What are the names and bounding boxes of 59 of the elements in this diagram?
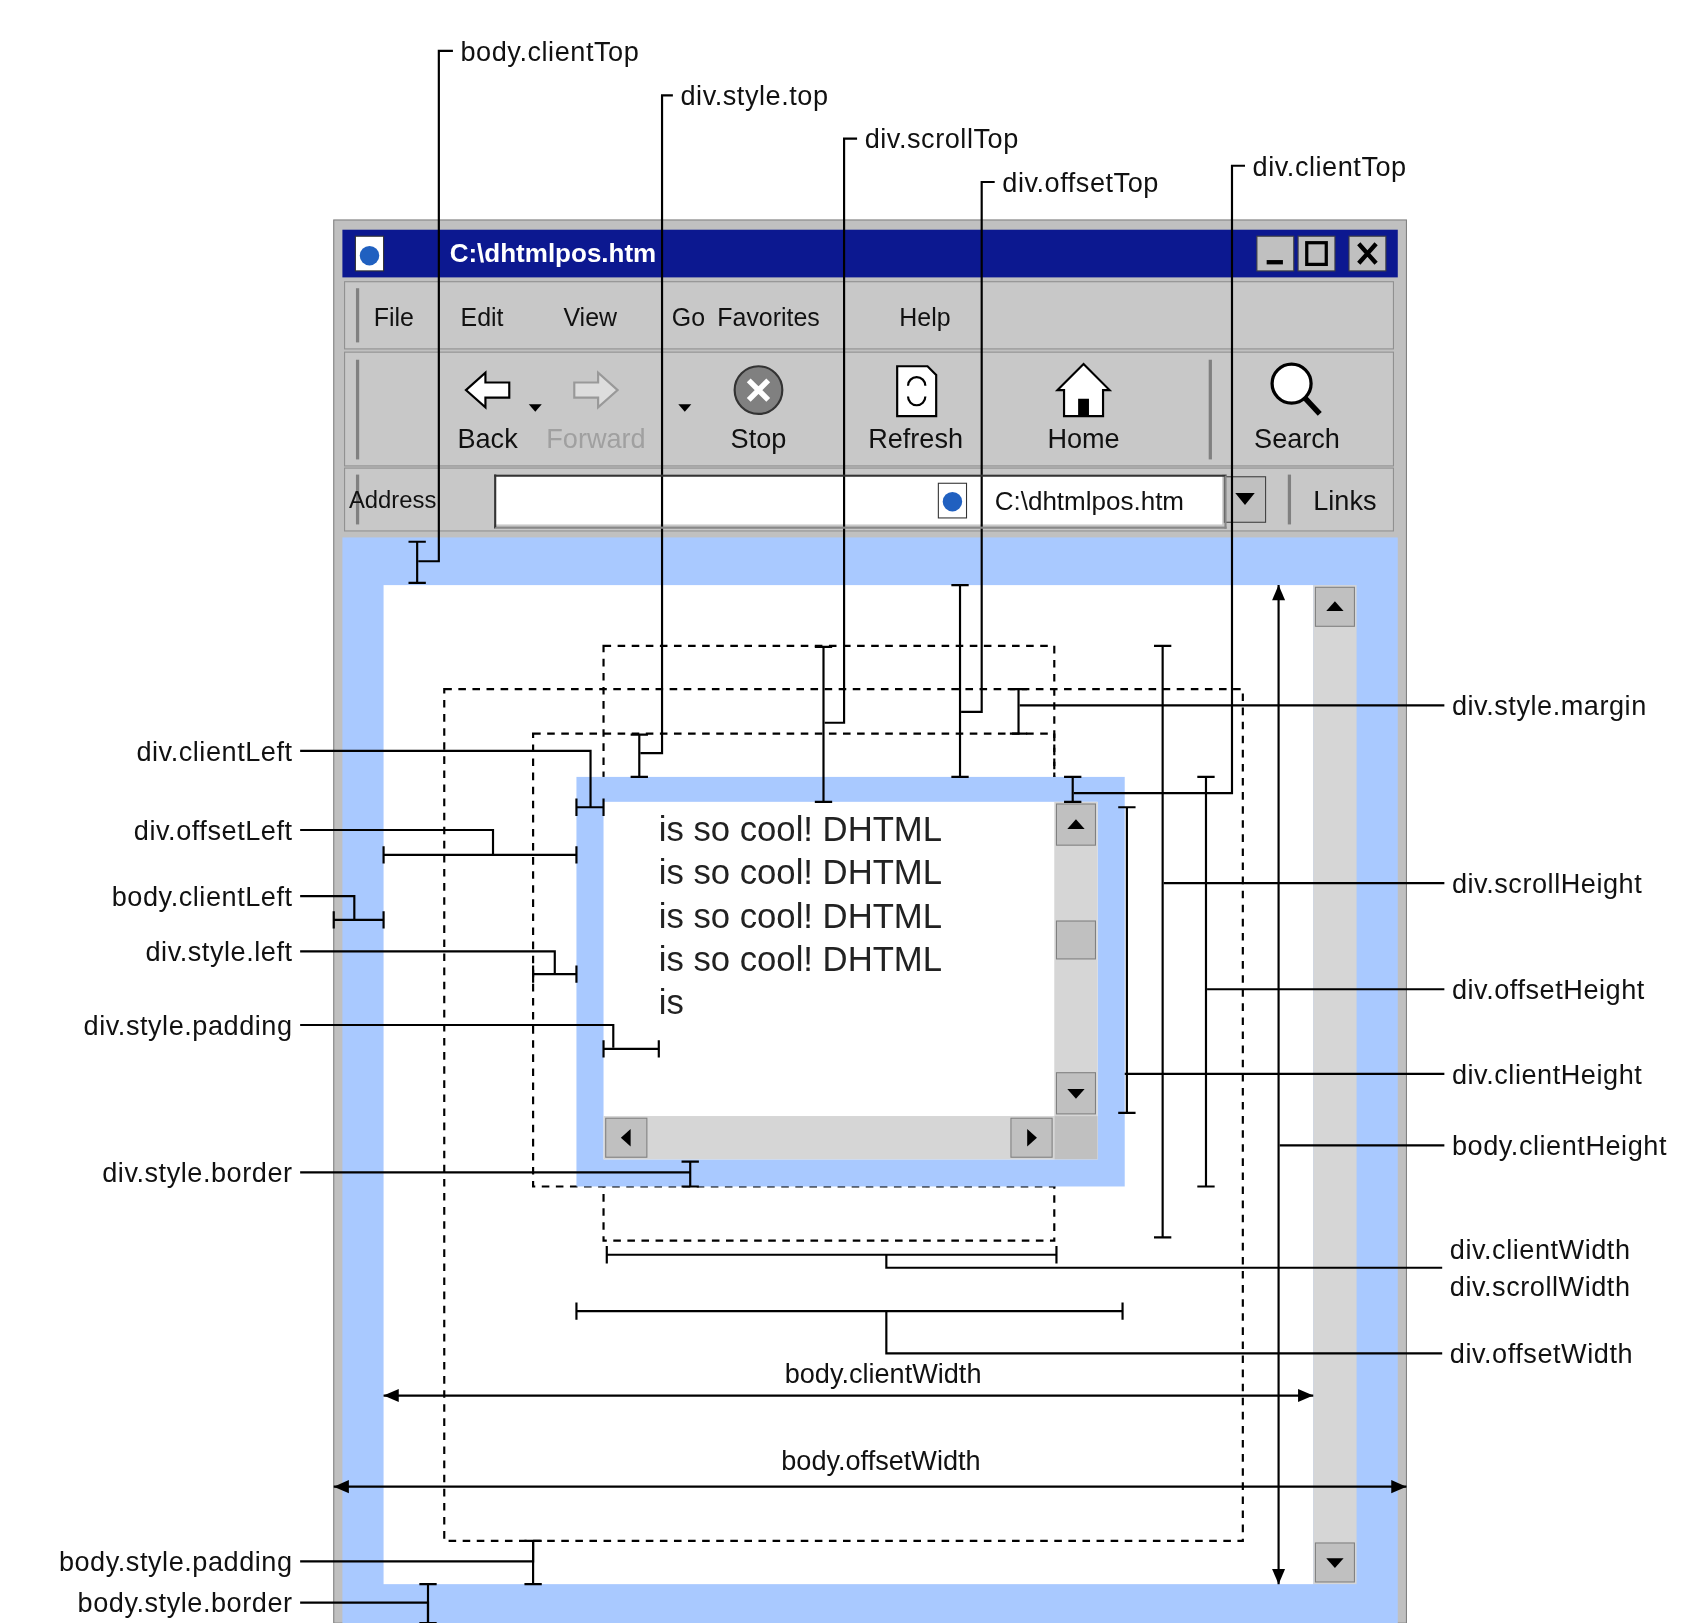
leader-line (1279, 1144, 1445, 1147)
dimension-label: div.offsetTop (1002, 165, 1159, 200)
dimension-label: div.clientTop (1252, 149, 1407, 184)
dimension-label: div.style.left (145, 935, 293, 969)
menu-item: View (563, 302, 617, 334)
leader-line (300, 895, 356, 920)
leader-line (300, 1171, 691, 1174)
dimension-label: div.style.top (680, 79, 829, 113)
dimension-label: div.clientHeight (1451, 1057, 1643, 1092)
leader-line (1163, 882, 1445, 885)
address-field: C:\dhtmlpos.htm (494, 474, 1227, 529)
scrolling-text: is so cool! DHTML is so cool! DHTML is so cool! DHTML is so cool! DHTML is (658, 808, 942, 1024)
leader-line (1019, 704, 1445, 707)
menu-item: Edit (460, 302, 504, 334)
leader-line (300, 1601, 430, 1623)
leader-line (1124, 1072, 1445, 1075)
dimension-label: div.offsetHeight (1451, 973, 1645, 1007)
dimension-label: div.scrollWidth (1449, 1270, 1631, 1304)
field-label: Address (348, 485, 437, 516)
dimension-label: body.style.padding (58, 1545, 293, 1579)
dimension-label: body.clientWidth (784, 1356, 982, 1390)
dimension-label: body.clientHeight (1451, 1129, 1667, 1163)
dimension-label: body.offsetWidth (781, 1444, 981, 1477)
leader-line (300, 1541, 535, 1563)
menu-item: File (373, 302, 414, 334)
toolbar-label: Stop (730, 421, 787, 454)
dimension-label: div.offsetLeft (133, 813, 293, 848)
dimension-label: div.scrollTop (864, 122, 1019, 156)
toolbar-label: Refresh (868, 421, 964, 454)
leader-line (640, 94, 673, 755)
leader-line (418, 49, 453, 563)
leader-line (1207, 988, 1445, 991)
leader-line (824, 137, 858, 724)
toolbar-label: Home (1047, 421, 1120, 454)
toolbar-label: Search (1254, 421, 1340, 454)
leader-line (300, 749, 592, 808)
dimension-label: body.clientLeft (111, 879, 293, 914)
toolbar-label: Back (457, 421, 518, 454)
menu-item: Help (899, 302, 951, 334)
dimension-label: div.offsetWidth (1449, 1337, 1634, 1371)
dimension-label: body.clientTop (460, 34, 640, 69)
title-text: C:\dhtmlpos.htm (449, 237, 657, 270)
leader-line (961, 180, 995, 713)
dimension-label: div.scrollHeight (1451, 866, 1643, 901)
dimension-label: div.clientLeft (136, 734, 293, 769)
leader-line (300, 950, 556, 975)
leader-line (885, 1254, 1443, 1269)
dimension-label: body.style.border (77, 1586, 293, 1620)
dimension-label: div.style.border (102, 1156, 293, 1190)
leader-line (885, 1311, 1443, 1355)
leader-line (300, 828, 495, 855)
dimension-label: div.style.padding (83, 1008, 293, 1043)
menu-item: Go (671, 302, 706, 334)
dimension-label: div.style.margin (1451, 689, 1647, 723)
dimension-label: div.clientWidth (1449, 1233, 1631, 1267)
menu-item: Favorites (717, 302, 820, 334)
links-label: Links (1313, 484, 1377, 517)
leader-line (1073, 164, 1245, 795)
leader-line (300, 1023, 615, 1048)
